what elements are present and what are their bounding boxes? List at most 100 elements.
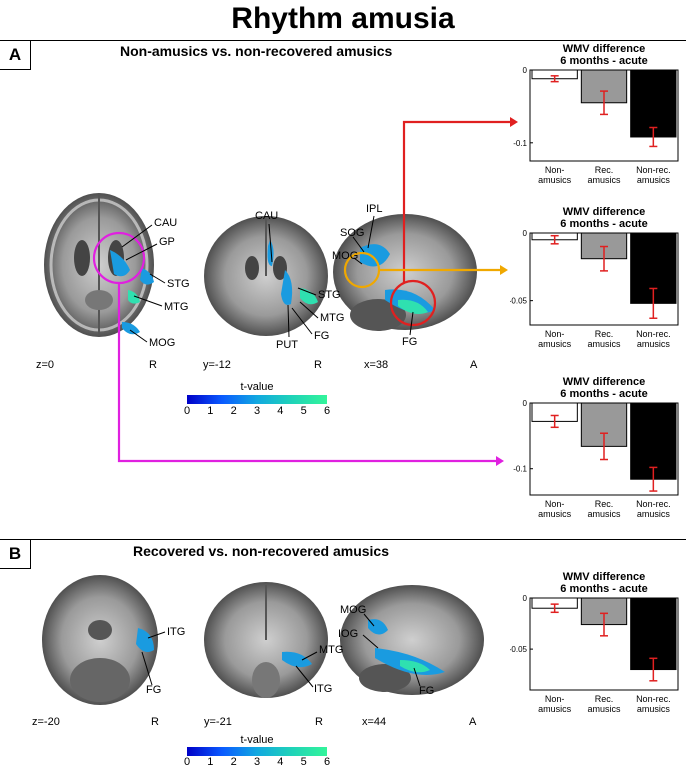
category-label: amusics (637, 509, 671, 519)
y-tick-label: -0.05 (510, 297, 528, 306)
category-label: Non- (545, 165, 565, 175)
y-tick-label: 0 (523, 399, 528, 408)
label-mog-sagittal-b: MOG (340, 604, 367, 616)
colorbar-tick: 3 (253, 405, 261, 417)
colorbar-tick: 1 (207, 405, 214, 417)
bar (630, 402, 677, 480)
category-label: amusics (637, 704, 671, 714)
colorbar-ticks-b: 0 1 2 3 4 5 6 (183, 756, 331, 769)
label-stg: STG (167, 278, 190, 290)
label-fg-coronal: FG (314, 330, 330, 342)
colorbar-tick: 1 (207, 756, 214, 768)
label-iog: IOG (338, 628, 359, 640)
label-fg-axial: FG (146, 684, 162, 696)
brain-axial-a (44, 193, 154, 337)
category-label: amusics (637, 175, 671, 185)
category-label: amusics (587, 175, 621, 185)
colorbar-tick: 4 (277, 405, 284, 417)
colorbar-tick: 0 (183, 756, 191, 768)
label-gp: GP (159, 236, 175, 248)
bar-chart-title-line: WMV difference (563, 206, 646, 218)
coord-coronal-b: y=-21 (204, 716, 232, 728)
label-ipl: IPL (366, 203, 383, 215)
category-label: amusics (587, 339, 621, 349)
colorbar-a (187, 395, 327, 404)
label-mog: MOG (149, 337, 176, 349)
label-mtg-coronal-b: MTG (319, 644, 344, 656)
y-tick-label: 0 (523, 594, 528, 603)
label-mog-sagittal: MOG (332, 250, 359, 262)
category-label: Rec. (595, 499, 614, 509)
bar-chart-title-line: 6 months - acute (560, 218, 647, 230)
category-label: Rec. (595, 165, 614, 175)
coord-sagittal-a: x=38 (364, 359, 389, 371)
label-fg-sagittal-b: FG (419, 685, 435, 697)
panel-b-letter: B (0, 540, 31, 569)
bar-chart-title-line: 6 months - acute (560, 55, 647, 67)
y-tick-label: 0 (523, 229, 528, 238)
panel-b-rule (0, 539, 686, 540)
red-arrow (402, 117, 518, 282)
brain-axial-b (42, 575, 158, 705)
label-stg-coronal: STG (318, 289, 341, 301)
label-itg-axial: ITG (167, 626, 186, 638)
panel-a-letter: A (0, 41, 31, 70)
bar-chart-title-line: 6 months - acute (560, 583, 647, 595)
coord-axial-b: z=-20 (32, 716, 60, 728)
category-label: Non-rec. (636, 499, 671, 509)
category-label: amusics (587, 509, 621, 519)
y-tick-label: 0 (523, 66, 528, 75)
panel-a-rule (0, 40, 686, 41)
label-mtg: MTG (164, 301, 189, 313)
side-coronal-a: R (314, 359, 322, 371)
label-mtg-coronal: MTG (320, 312, 345, 324)
side-axial-a: R (149, 359, 157, 371)
figure-title: Rhythm amusia (231, 2, 455, 35)
colorbar-title-b: t-value (240, 734, 274, 746)
label-put: PUT (276, 339, 298, 351)
panel-a-subtitle: Non-amusics vs. non-recovered amusics (120, 43, 393, 59)
colorbar-title-a: t-value (240, 381, 274, 393)
bar (630, 69, 677, 138)
category-label: Non-rec. (636, 329, 671, 339)
colorbar-tick: 5 (300, 756, 307, 768)
label-itg-coronal-b: ITG (314, 683, 333, 695)
orange-arrow (379, 265, 508, 275)
category-label: Non- (545, 694, 565, 704)
panel-b-subtitle: Recovered vs. non-recovered amusics (133, 543, 390, 559)
category-label: amusics (538, 509, 572, 519)
side-sagittal-a: A (470, 359, 478, 371)
category-label: amusics (538, 704, 572, 714)
category-label: Non-rec. (636, 694, 671, 704)
y-tick-label: -0.05 (510, 645, 528, 654)
magenta-arrow (117, 283, 504, 466)
side-sagittal-b: A (469, 716, 477, 728)
category-label: amusics (538, 339, 572, 349)
coord-coronal-a: y=-12 (203, 359, 231, 371)
side-axial-b: R (151, 716, 159, 728)
label-cau: CAU (154, 217, 178, 229)
category-label: Rec. (595, 694, 614, 704)
brain-sagittal-b (340, 585, 484, 695)
colorbar-tick: 6 (323, 405, 331, 417)
category-label: Non-rec. (636, 165, 671, 175)
bar-chart-title-line: WMV difference (563, 571, 646, 583)
label-fg-sagittal: FG (402, 336, 418, 348)
brain-coronal-a (204, 216, 328, 336)
coord-sagittal-b: x=44 (362, 716, 387, 728)
colorbar-b (187, 747, 327, 756)
bar-chart-title-line: 6 months - acute (560, 388, 647, 400)
colorbar-tick: 6 (323, 756, 331, 768)
bar-chart-title-line: WMV difference (563, 376, 646, 388)
category-label: amusics (637, 339, 671, 349)
coord-axial-a: z=0 (36, 359, 55, 371)
bar-chart-title-line: WMV difference (563, 43, 646, 55)
colorbar-tick: 0 (183, 405, 191, 417)
y-tick-label: -0.1 (513, 465, 527, 474)
category-label: Non- (545, 329, 565, 339)
